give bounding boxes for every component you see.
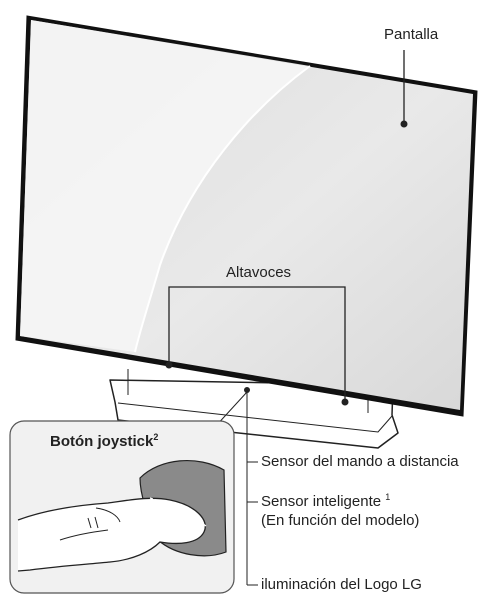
- speakers-callout: [165, 286, 349, 406]
- speakers-label: Altavoces: [226, 264, 292, 281]
- joystick-button-text: Botón joystick: [50, 433, 154, 450]
- smart-sensor-text: Sensor inteligente: [261, 493, 382, 510]
- smart-sensor-detail: (En función del modelo): [261, 512, 420, 529]
- remote-sensor-label: Sensor del mando a distancia: [261, 453, 459, 470]
- smart-sensor-label: Sensor inteligente 1: [261, 493, 390, 511]
- joystick-button-label: Botón joystick2: [50, 433, 158, 451]
- joystick-button-note: 2: [153, 432, 159, 442]
- smart-sensor-note: 1: [385, 492, 391, 502]
- screen-label: Pantalla: [384, 26, 439, 43]
- screen-callout: [400, 50, 408, 128]
- joystick-inset: [9, 420, 235, 594]
- tv-screen: [15, 15, 478, 417]
- logo-lighting-label: iluminación del Logo LG: [261, 576, 422, 593]
